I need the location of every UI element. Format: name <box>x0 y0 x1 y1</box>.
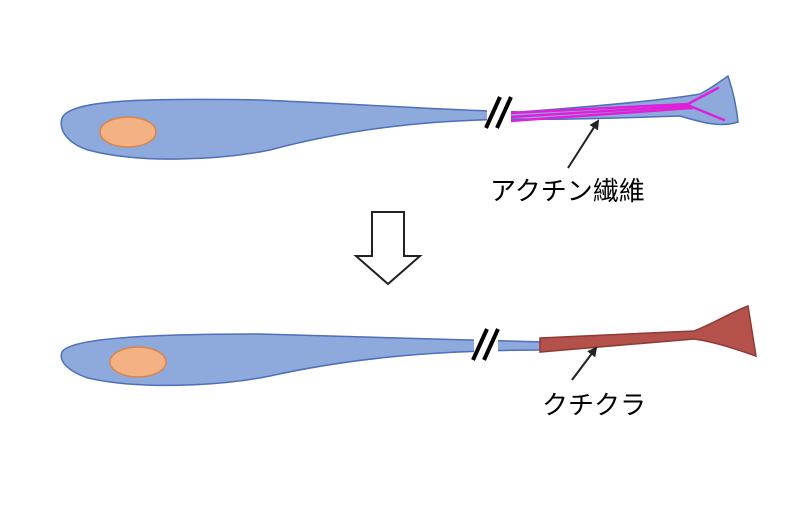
bottom-nucleus <box>109 346 167 378</box>
top-pointer-arrow <box>567 119 600 169</box>
bottom-break-mark-icon <box>471 328 500 362</box>
top-label-actin-fiber: アクチン繊維 <box>490 177 645 207</box>
bottom-cell-group: クチクラ <box>60 304 757 421</box>
top-actin-fiber <box>508 86 726 123</box>
top-nucleus <box>99 116 157 148</box>
bottom-cuticle <box>539 304 757 358</box>
down-arrow-outline-icon <box>353 211 423 286</box>
bottom-label-cuticle: クチクラ <box>542 391 646 421</box>
top-break-mark-icon <box>484 96 513 130</box>
bottom-pointer-arrow <box>571 346 598 381</box>
top-cell-body <box>60 74 739 160</box>
top-cell-group: アクチン繊維 <box>60 74 739 207</box>
